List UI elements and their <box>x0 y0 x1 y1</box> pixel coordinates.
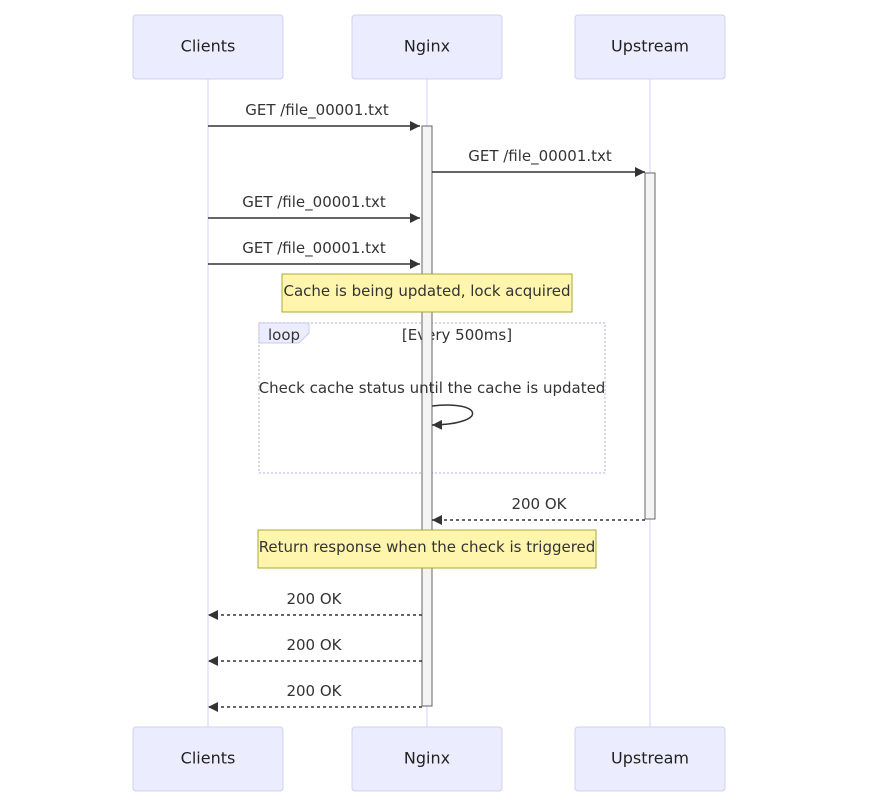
loop-tab <box>258 322 310 344</box>
actor-box <box>132 726 284 792</box>
actor-upstream-bottom: Upstream <box>574 726 726 792</box>
actor-clients-top: Clients <box>132 14 284 80</box>
actor-box <box>574 726 726 792</box>
actor-label: Upstream <box>611 749 689 768</box>
actor-box <box>132 14 284 80</box>
message-label: GET /file_00001.txt <box>242 193 386 212</box>
note-text: Cache is being updated, lock acquired <box>283 282 570 300</box>
message-8: 200 OK <box>208 636 422 666</box>
message-4: GET /file_00001.txt <box>208 239 420 269</box>
message-6: 200 OK <box>432 495 645 525</box>
loop-condition: [Every 500ms] <box>402 326 512 344</box>
message-label: GET /file_00001.txt <box>245 101 389 120</box>
actor-label: Clients <box>181 37 236 56</box>
actor-nginx-bottom: Nginx <box>351 726 503 792</box>
message-9: 200 OK <box>208 682 422 712</box>
message-label: 200 OK <box>286 590 342 608</box>
actor-clients-bottom: Clients <box>132 726 284 792</box>
activation-nginx <box>421 125 433 707</box>
note-box <box>281 273 573 313</box>
actor-nginx-top: Nginx <box>351 14 503 80</box>
message-7: 200 OK <box>208 590 422 620</box>
activation-upstream <box>644 172 656 520</box>
message-label: 200 OK <box>286 636 342 654</box>
actor-upstream-top: Upstream <box>574 14 726 80</box>
actor-label: Upstream <box>611 37 689 56</box>
actor-box <box>351 726 503 792</box>
actor-label: Nginx <box>404 37 450 56</box>
message-label: GET /file_00001.txt <box>242 239 386 258</box>
note-box <box>257 529 597 569</box>
message-3: GET /file_00001.txt <box>208 193 420 223</box>
message-2: GET /file_00001.txt <box>432 147 645 177</box>
actor-box <box>574 14 726 80</box>
actor-box <box>351 14 503 80</box>
note-cache-updated: Cache is being updated, lock acquired <box>281 273 573 313</box>
message-self-check: Check cache status until the cache is up… <box>259 379 606 430</box>
message-label: GET /file_00001.txt <box>468 147 612 166</box>
actor-label: Clients <box>181 749 236 768</box>
message-1: GET /file_00001.txt <box>208 101 420 131</box>
message-label: 200 OK <box>286 682 342 700</box>
loop-label: loop <box>268 326 300 344</box>
note-text: Return response when the check is trigge… <box>259 538 596 556</box>
actor-label: Nginx <box>404 749 450 768</box>
note-return-response: Return response when the check is trigge… <box>257 529 597 569</box>
message-label: Check cache status until the cache is up… <box>259 379 606 397</box>
message-label: 200 OK <box>511 495 567 513</box>
self-loop-arrow <box>431 404 474 430</box>
